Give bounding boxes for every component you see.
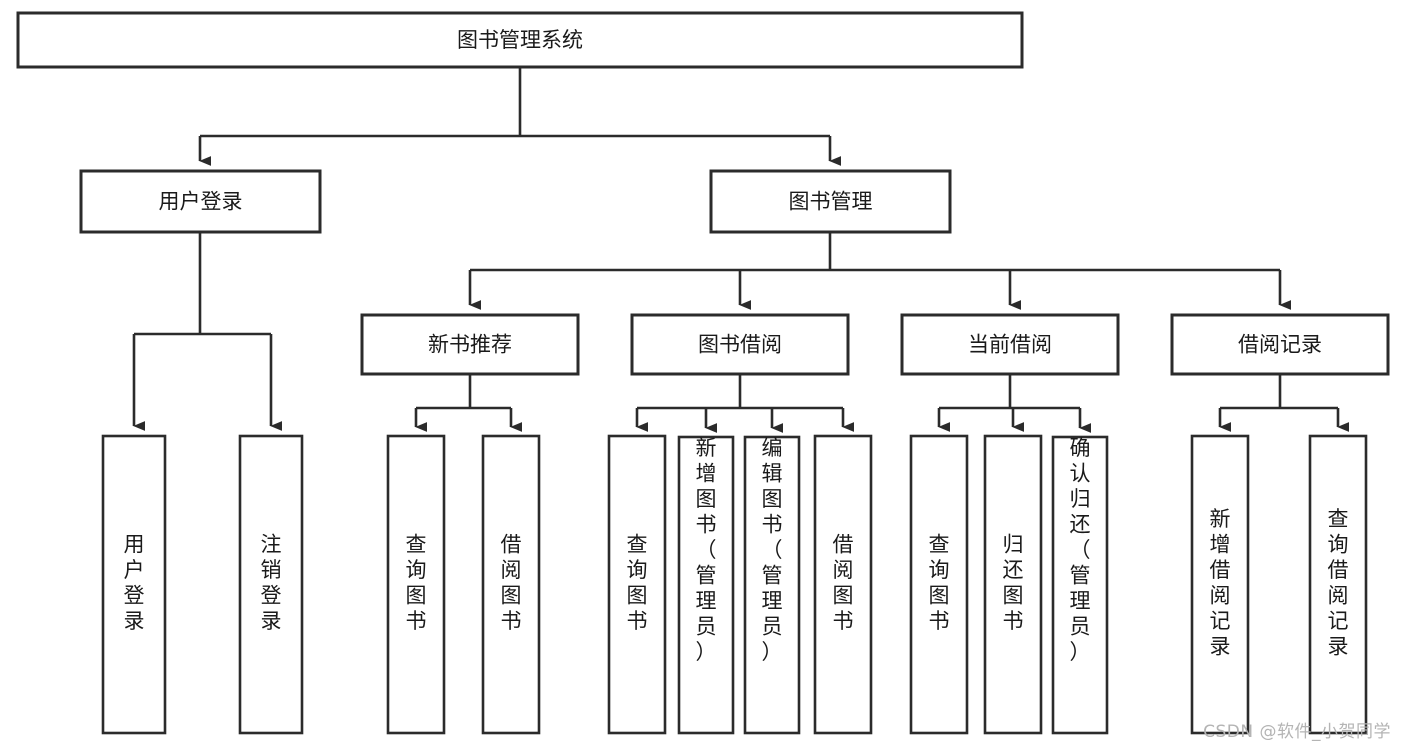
node-leaf-logout[interactable]: 注销登录	[238, 434, 304, 735]
node-label-leaf-return-book: 归还图书	[1003, 533, 1024, 634]
node-leaf-borrow-book-1[interactable]: 借阅图书	[481, 434, 541, 735]
node-leaf-borrow-book-2[interactable]: 借阅图书	[813, 434, 873, 735]
node-label-root: 图书管理系统	[457, 28, 583, 52]
node-box-borrow-record	[1170, 313, 1390, 376]
node-box-leaf-add-record	[1190, 434, 1250, 735]
node-label-user-login: 用户登录	[159, 190, 243, 214]
connector-group	[132, 67, 1350, 433]
node-group: 图书管理系统用户登录图书管理新书推荐图书借阅当前借阅借阅记录用户登录注销登录查询…	[16, 11, 1390, 735]
node-new-book-recommend[interactable]: 新书推荐	[360, 313, 580, 376]
node-label-leaf-edit-book: 编辑图书（管理员）	[762, 436, 783, 664]
node-leaf-query-book-2[interactable]: 查询图书	[607, 434, 667, 735]
node-box-root	[16, 11, 1024, 69]
node-leaf-return-book[interactable]: 归还图书	[983, 434, 1043, 735]
node-root[interactable]: 图书管理系统	[16, 11, 1024, 69]
node-leaf-edit-book[interactable]: 编辑图书（管理员）	[743, 435, 801, 735]
node-box-leaf-query-book-3	[909, 434, 969, 735]
node-label-current-borrow: 当前借阅	[968, 333, 1052, 357]
node-box-leaf-query-book-1	[386, 434, 446, 735]
node-box-new-book-recommend	[360, 313, 580, 376]
node-box-book-management	[709, 169, 952, 234]
node-label-leaf-borrow-book-2: 借阅图书	[833, 533, 854, 634]
node-user-login[interactable]: 用户登录	[79, 169, 322, 234]
node-leaf-add-record[interactable]: 新增借阅记录	[1190, 434, 1250, 735]
node-box-leaf-query-record	[1308, 434, 1368, 735]
node-leaf-query-book-3[interactable]: 查询图书	[909, 434, 969, 735]
node-label-borrow-record: 借阅记录	[1238, 333, 1322, 357]
node-leaf-user-login[interactable]: 用户登录	[101, 434, 167, 735]
node-label-leaf-user-login: 用户登录	[124, 533, 145, 634]
node-box-leaf-add-book	[677, 435, 735, 735]
node-box-leaf-confirm-return	[1051, 435, 1109, 735]
node-leaf-confirm-return[interactable]: 确认归还（管理员）	[1051, 435, 1109, 735]
node-label-leaf-query-book-2: 查询图书	[627, 533, 648, 634]
node-label-book-management: 图书管理	[789, 190, 873, 214]
node-leaf-query-record[interactable]: 查询借阅记录	[1308, 434, 1368, 735]
node-label-leaf-logout: 注销登录	[261, 533, 282, 634]
node-box-leaf-return-book	[983, 434, 1043, 735]
node-book-borrow[interactable]: 图书借阅	[630, 313, 850, 376]
node-label-leaf-add-record: 新增借阅记录	[1210, 507, 1231, 659]
node-label-leaf-borrow-book-1: 借阅图书	[501, 533, 522, 634]
node-leaf-query-book-1[interactable]: 查询图书	[386, 434, 446, 735]
node-label-leaf-query-book-1: 查询图书	[406, 533, 427, 634]
node-borrow-record[interactable]: 借阅记录	[1170, 313, 1390, 376]
node-label-leaf-add-book: 新增图书（管理员）	[696, 436, 717, 664]
node-box-user-login	[79, 169, 322, 234]
node-label-book-borrow: 图书借阅	[698, 333, 782, 357]
node-box-leaf-logout	[238, 434, 304, 735]
node-box-leaf-edit-book	[743, 435, 801, 735]
node-box-leaf-user-login	[101, 434, 167, 735]
node-box-current-borrow	[900, 313, 1120, 376]
node-label-leaf-query-book-3: 查询图书	[929, 533, 950, 634]
node-label-leaf-query-record: 查询借阅记录	[1328, 507, 1349, 659]
node-leaf-add-book[interactable]: 新增图书（管理员）	[677, 435, 735, 735]
node-current-borrow[interactable]: 当前借阅	[900, 313, 1120, 376]
node-label-leaf-confirm-return: 确认归还（管理员）	[1070, 436, 1091, 664]
node-label-new-book-recommend: 新书推荐	[428, 333, 512, 357]
node-book-management[interactable]: 图书管理	[709, 169, 952, 234]
node-box-book-borrow	[630, 313, 850, 376]
node-box-leaf-borrow-book-2	[813, 434, 873, 735]
node-box-leaf-borrow-book-1	[481, 434, 541, 735]
node-box-leaf-query-book-2	[607, 434, 667, 735]
